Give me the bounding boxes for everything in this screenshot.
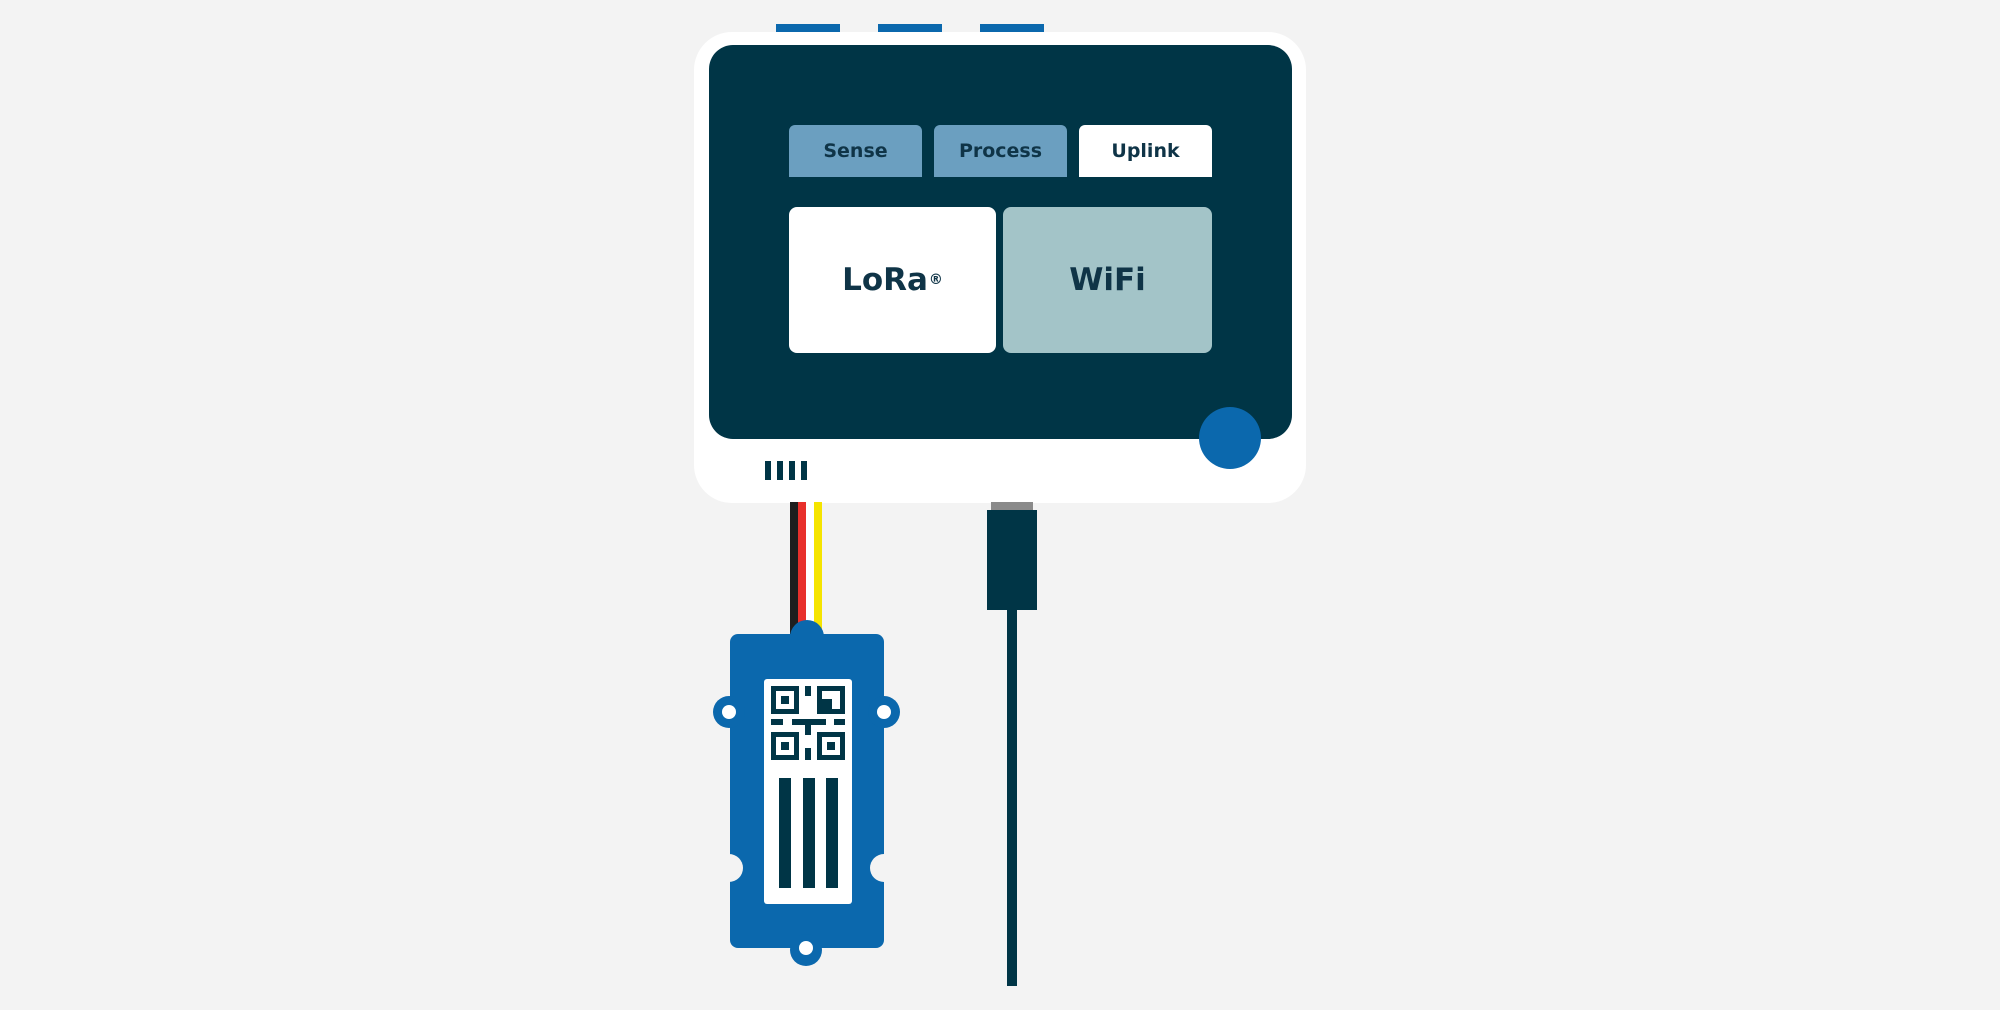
mount-hole — [799, 941, 813, 955]
port-pin — [801, 461, 807, 480]
mount-hole — [877, 705, 891, 719]
board-notch — [715, 854, 743, 882]
tab-uplink[interactable]: Uplink — [1079, 125, 1212, 177]
lora-label: LoRa — [842, 262, 928, 298]
top-port-3 — [980, 24, 1044, 34]
tab-uplink-label: Uplink — [1111, 140, 1180, 162]
tab-process[interactable]: Process — [934, 125, 1067, 177]
usb-cable-icon — [987, 510, 1037, 610]
port-pin — [789, 461, 795, 480]
usb-cable-line — [1007, 608, 1017, 986]
top-port-2 — [878, 24, 942, 34]
lora-option-card[interactable]: LoRa® — [789, 207, 996, 353]
tab-process-label: Process — [958, 140, 1043, 162]
wifi-label: WiFi — [1069, 262, 1146, 298]
sensor-trace — [826, 778, 838, 888]
sensor-trace — [779, 778, 791, 888]
tab-sense-label: Sense — [823, 140, 888, 162]
wire-black — [790, 502, 798, 650]
power-button[interactable] — [1199, 407, 1261, 469]
wire-red — [798, 502, 806, 650]
board-notch — [870, 854, 898, 882]
wifi-option-card[interactable]: WiFi — [1003, 207, 1212, 353]
registered-mark: ® — [928, 272, 943, 288]
wire-yellow — [814, 502, 822, 650]
tab-sense[interactable]: Sense — [789, 125, 922, 177]
mount-hole — [722, 705, 736, 719]
top-port-1 — [776, 24, 840, 34]
wire-white — [806, 502, 814, 650]
sensor-trace — [803, 778, 815, 888]
usb-connector-tip — [991, 502, 1033, 512]
port-pin — [777, 461, 783, 480]
port-pin — [765, 461, 771, 480]
